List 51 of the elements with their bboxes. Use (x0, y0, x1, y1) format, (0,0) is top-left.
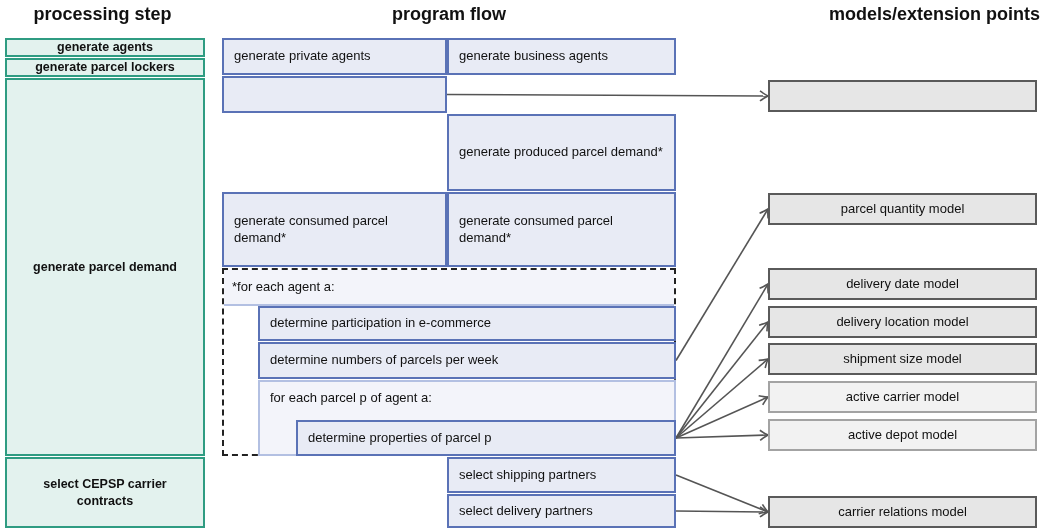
process-box (447, 38, 676, 75)
box-label: generate agents (56, 39, 154, 56)
box-label: carrier relations model (837, 503, 968, 521)
process-box (296, 420, 676, 456)
box-label: delivery date model (845, 275, 960, 293)
box-label: determine properties of parcel p (308, 429, 493, 447)
box-label: generate produced parcel demand* (459, 144, 664, 161)
box-label: select delivery partners (459, 502, 594, 520)
box-label: parcel quantity model (839, 200, 966, 218)
step-box (5, 58, 205, 77)
process-box (447, 494, 676, 528)
box-label: select shipping partners (459, 466, 598, 484)
process-box (222, 192, 447, 267)
box-label: shipment size model (842, 350, 963, 368)
box-label: determine participation in e-commerce (270, 315, 493, 332)
empty-box (768, 80, 1037, 112)
box-label: generate consumed parcel demand* (234, 212, 389, 247)
box-label: select CEPSP carrier contracts (42, 476, 168, 509)
box-label: generate parcel demand (32, 258, 178, 276)
model-box (768, 381, 1037, 413)
box-label: generate private agents (234, 48, 372, 65)
column-heading: program flow (392, 4, 506, 25)
box-label: determine numbers of parcels per week (270, 352, 500, 369)
box-label: generate business agents (459, 48, 609, 65)
process-box (222, 38, 447, 75)
model-box (768, 268, 1037, 300)
model-box (768, 306, 1037, 338)
loop-heading: *for each agent a: (224, 270, 674, 306)
box-label: generate consumed parcel demand* (459, 212, 614, 247)
box-label: delivery location model (835, 313, 970, 331)
process-box (447, 457, 676, 493)
step-box (5, 457, 205, 528)
box-label: active depot model (846, 426, 959, 444)
process-box (447, 114, 676, 191)
step-box (5, 38, 205, 57)
box-label: for each parcel p of agent a: (270, 390, 433, 407)
model-box (768, 419, 1037, 451)
process-box (447, 192, 676, 267)
box-label: active carrier model (844, 388, 961, 406)
loop-frame (222, 268, 676, 456)
process-box (258, 342, 676, 379)
step-box (5, 78, 205, 456)
model-box (768, 496, 1037, 528)
empty-box (222, 76, 447, 113)
column-heading: processing step (33, 4, 172, 25)
loop-box (258, 380, 676, 456)
model-box (768, 193, 1037, 225)
process-box (258, 306, 676, 341)
column-heading: models/extension points (829, 4, 1041, 25)
model-box (768, 343, 1037, 375)
box-label: generate parcel lockers (34, 59, 176, 76)
